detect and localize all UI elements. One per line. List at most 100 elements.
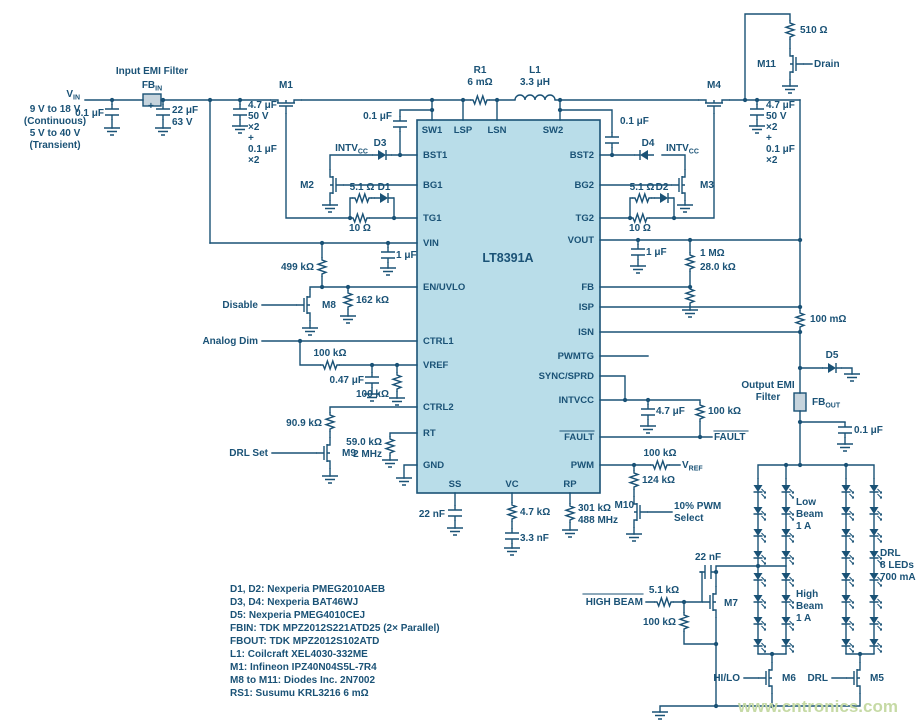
inductor-l1 — [514, 94, 556, 101]
label-d3: D3 — [374, 138, 387, 149]
pin-bst2: BST2 — [570, 150, 594, 161]
led-symbol — [752, 587, 767, 611]
led-symbol — [840, 543, 855, 567]
led-symbol — [780, 477, 795, 501]
label-c-input-01: 0.1 μF — [75, 108, 104, 119]
resistor-5k1-m7 — [653, 597, 675, 607]
pin-isp: ISP — [579, 302, 595, 313]
gnd-symbol — [321, 204, 339, 213]
label-m11: M11 — [757, 59, 776, 70]
ic-name: LT8391A — [482, 251, 533, 265]
output-emi-1: Output EMI — [741, 380, 795, 391]
resistor-rt — [385, 435, 395, 457]
pin-fault: FAULT — [564, 432, 594, 443]
vin-range-2: (Continuous) — [24, 116, 86, 127]
pin-bst1: BST1 — [423, 150, 448, 161]
pin-rt: RT — [423, 428, 436, 439]
gnd-symbol — [625, 533, 643, 542]
label-r301k: 301 kΩ — [578, 503, 611, 514]
led-symbol — [868, 521, 883, 545]
gnd-symbol — [843, 373, 861, 382]
gnd-symbol — [388, 397, 406, 406]
mosfet-m6 — [757, 661, 773, 695]
pin-vout: VOUT — [568, 235, 595, 246]
resistor-100m-sense — [795, 309, 805, 331]
diode-d5 — [821, 362, 843, 374]
fbout-label: FBOUT — [812, 397, 841, 410]
pin-gnd: GND — [423, 460, 444, 471]
label-rt-r: 59.0 kΩ — [346, 437, 382, 448]
capacitor-out-01 — [837, 421, 853, 439]
label-r5k1-m7: 5.1 kΩ — [649, 585, 679, 596]
led-symbol — [840, 499, 855, 523]
output-emi-2: Filter — [756, 392, 781, 403]
label-r510: 510 Ω — [800, 25, 827, 36]
resistor-301k — [565, 502, 575, 524]
mosfet-m4 — [697, 99, 731, 115]
pin-vin: VIN — [423, 238, 439, 249]
label-analog-dim: Analog Dim — [202, 336, 258, 347]
led-symbol — [752, 521, 767, 545]
label-m1: M1 — [279, 80, 293, 91]
resistor-100k-fault — [695, 401, 705, 423]
label-m7: M7 — [724, 598, 738, 609]
label-c01-out: 0.1 μF — [854, 425, 883, 436]
mosfet-m2 — [329, 168, 345, 202]
pin-en-uvlo: EN/UVLO — [423, 282, 465, 293]
label-drl-set: DRL Set — [229, 448, 268, 459]
led-symbol — [840, 521, 855, 545]
label-m5: M5 — [870, 673, 884, 684]
label-r5r1-right: 5.1 Ω — [630, 182, 655, 193]
pin-bg1: BG1 — [423, 180, 443, 191]
label-r100k-ctrl1: 100 kΩ — [313, 348, 346, 359]
high-beam-net-label: HIGH BEAM — [586, 597, 643, 608]
pin-intvcc: INTVCC — [559, 395, 595, 406]
resistor-5r1-right — [631, 193, 653, 203]
note-line: L1: Coilcraft XEL4030-332ME — [230, 649, 368, 660]
resistor-4k7 — [507, 501, 517, 523]
input-bank-4: + — [248, 133, 254, 144]
gnd-symbol — [676, 204, 694, 213]
resistor-100k-pwm — [649, 460, 671, 470]
label-c-bst1: 0.1 μF — [363, 111, 392, 122]
led-symbol — [752, 609, 767, 633]
led-symbol — [840, 587, 855, 611]
label-r499k: 499 kΩ — [281, 262, 314, 273]
label-r4k7: 4.7 kΩ — [520, 507, 550, 518]
gnd-symbol — [639, 425, 657, 434]
input-bank-6: ×2 — [248, 155, 260, 166]
watermark: www.cntronics.com — [737, 697, 898, 716]
led-symbol — [840, 631, 855, 655]
label-d4: D4 — [642, 138, 655, 149]
resistor-162k — [343, 289, 353, 311]
output-bank-3: ×2 — [766, 122, 778, 133]
gnd-symbol — [154, 127, 172, 136]
pin-tg2: TG2 — [576, 213, 594, 224]
note-line: M1: Infineon IPZ40N04S5L-7R4 — [230, 662, 377, 673]
mosfet-m8 — [295, 288, 311, 322]
gnd-symbol — [231, 125, 249, 134]
led-symbol — [840, 477, 855, 501]
label-m6: M6 — [782, 673, 796, 684]
label-l1-val: 3.3 μH — [520, 77, 550, 88]
gnd-symbol — [836, 443, 854, 452]
label-c22: 22 μF — [172, 105, 198, 116]
label-d2: D2 — [656, 182, 669, 193]
resistor-499k — [317, 256, 327, 278]
label-c22-rating: 63 V — [172, 117, 193, 128]
label-hilo: HI/LO — [713, 673, 740, 684]
capacitor-047u — [364, 371, 380, 389]
resistor-100k-ctrl1 — [319, 360, 341, 370]
led-symbol — [780, 499, 795, 523]
led-symbol — [752, 477, 767, 501]
pin-pwm: PWM — [571, 460, 594, 471]
high-beam-2: Beam — [796, 601, 823, 612]
label-drl-gate: DRL — [807, 673, 828, 684]
high-beam-1: High — [796, 589, 818, 600]
drl-string-1: DRL — [880, 548, 901, 559]
input-emi-title: Input EMI Filter — [116, 66, 188, 77]
gnd-symbol — [379, 267, 397, 276]
led-symbol — [868, 587, 883, 611]
led-symbol — [840, 609, 855, 633]
